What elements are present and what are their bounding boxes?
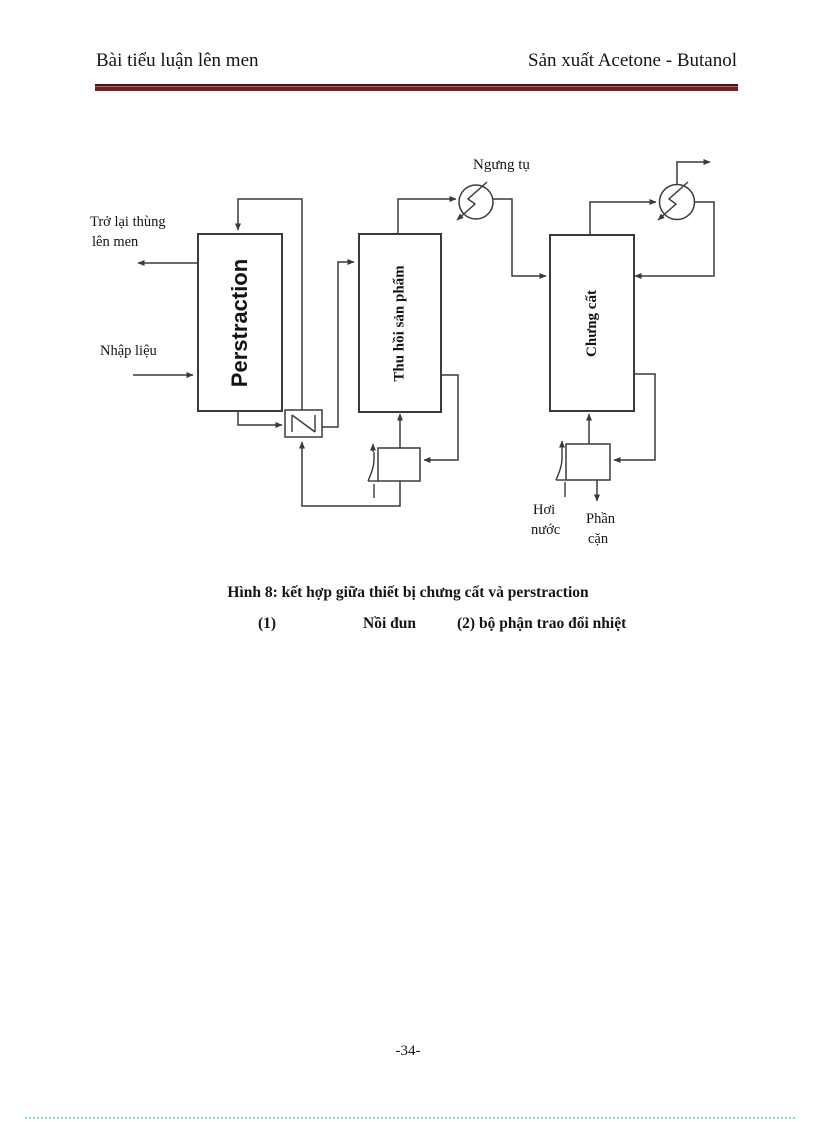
residue-label-line2: cặn [588, 531, 609, 547]
reboiler-1-symbol [367, 443, 421, 498]
distillation-overhead-line [589, 199, 657, 234]
perstraction-unit-label: Perstraction [227, 258, 253, 387]
condenser-1-symbol [456, 181, 494, 221]
legend-item1-number: (1) [258, 615, 277, 632]
steam-label-line2: nước [531, 522, 561, 538]
return-label-line2: lên men [92, 234, 139, 250]
perstraction-to-exchanger-line [237, 408, 283, 428]
heat-exchanger-symbol [284, 409, 323, 438]
perstraction-unit-box: Perstraction [197, 233, 283, 412]
legend-item1-label: Nồi đun [363, 615, 416, 632]
recovery-unit-label: Thu hồi sản phẩm [391, 264, 408, 382]
bottom-dotted-divider [25, 1117, 795, 1119]
figure-caption-title: Hình 8: kết hợp giữa thiết bị chưng cất … [227, 584, 589, 601]
residue-label-line1: Phần [586, 511, 615, 527]
condenser-label: Ngưng tụ [473, 157, 530, 173]
legend-item2: (2) bộ phận trao đổi nhiệt [457, 615, 627, 632]
recycle-to-perstraction-line [235, 198, 303, 410]
condenser2-reflux-line [634, 201, 715, 279]
header-rule [95, 84, 738, 91]
condenser2-product-line [676, 159, 711, 184]
reboiler-2-symbol [555, 440, 611, 497]
header-right-title: Sản xuất Acetone - Butanol [528, 50, 737, 71]
distillation-unit-label: Chưng cất [583, 289, 600, 357]
return-label-line1: Trở lại thùng [90, 214, 166, 230]
header-left-title: Bài tiểu luận lên men [96, 50, 259, 71]
recovery-unit-box: Thu hồi sản phẩm [358, 233, 442, 413]
reboiler1-to-exchanger-line [299, 441, 401, 507]
distillation-unit-box: Chưng cất [549, 234, 635, 412]
condenser1-outlet-line [493, 198, 547, 279]
distillation-to-reboiler2-line [613, 373, 656, 463]
steam-label-line1: Hơi [533, 502, 556, 518]
recovery-to-reboiler1-line [423, 374, 459, 463]
process-flow-diagram [133, 159, 715, 507]
feed-label: Nhập liệu [100, 343, 157, 359]
condenser-2-symbol [657, 181, 696, 221]
exchanger-to-recovery-line [322, 259, 355, 428]
footer-page-number: -34- [395, 1043, 421, 1059]
recovery-overhead-line [397, 196, 457, 233]
